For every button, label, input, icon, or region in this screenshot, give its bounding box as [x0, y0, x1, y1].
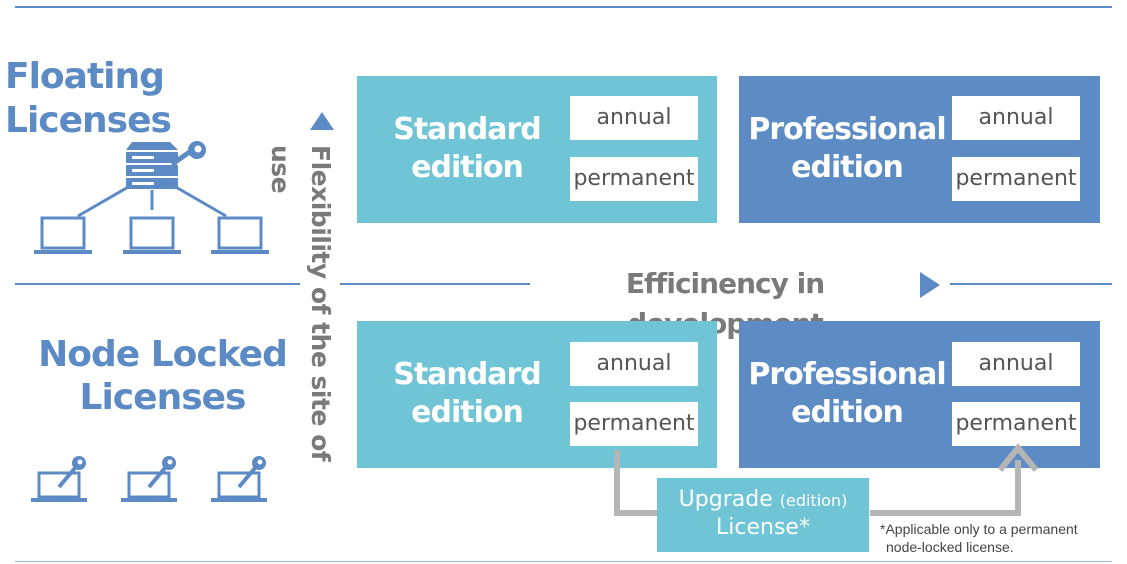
- triangle-right-icon: [920, 272, 940, 298]
- edition-name-line1: Standard: [393, 112, 542, 147]
- upgrade-license-box: Upgrade (edition) License*: [657, 478, 869, 552]
- footnote-line1: *Applicable only to a permanent: [880, 521, 1078, 537]
- option-permanent: permanent: [570, 157, 698, 201]
- floating-standard-edition-box: Standard edition annual permanent: [357, 76, 717, 223]
- bottom-rule: [15, 561, 1112, 562]
- option-permanent: permanent: [570, 402, 698, 446]
- node-locked-standard-edition-box: Standard edition annual permanent: [357, 321, 717, 468]
- edition-name-line2: edition: [411, 395, 524, 430]
- node-locked-licenses-title-line1: Node Locked: [38, 334, 288, 375]
- middle-rule-center: [340, 283, 530, 285]
- upgrade-arrow-icon: [614, 443, 1039, 516]
- efficiency-axis-label: Efficinency in development: [530, 264, 920, 340]
- option-annual: annual: [570, 96, 698, 140]
- edition-name-line2: edition: [791, 395, 904, 430]
- top-rule: [15, 6, 1112, 8]
- edition-name-line1: Standard: [393, 357, 542, 392]
- upgrade-line1: Upgrade (edition): [657, 486, 869, 515]
- floating-professional-edition-box: Professional edition annual permanent: [739, 76, 1100, 223]
- triangle-up-icon: [310, 112, 334, 130]
- upgrade-edition-label: (edition): [779, 491, 848, 510]
- floating-licenses-title: Floating Licenses: [5, 56, 172, 141]
- upgrade-main-label: Upgrade: [678, 487, 773, 512]
- middle-rule-right: [950, 283, 1112, 285]
- option-annual: annual: [952, 96, 1080, 140]
- node-locked-licenses-title-line2: Licenses: [79, 377, 247, 418]
- flexibility-axis-label: Flexibility of the site of use: [266, 145, 335, 462]
- edition-name-line1: Professional: [748, 112, 946, 147]
- middle-rule-left: [15, 283, 300, 285]
- option-permanent: permanent: [952, 157, 1080, 201]
- edition-name-line2: edition: [791, 150, 904, 185]
- footnote-line2: node-locked license.: [886, 539, 1014, 555]
- edition-name-line2: edition: [411, 150, 524, 185]
- laptop-key-icon: [31, 456, 267, 502]
- edition-name-line1: Professional: [748, 357, 946, 392]
- footnote: *Applicable only to a permanent node-loc…: [880, 520, 1125, 556]
- option-permanent: permanent: [952, 402, 1080, 446]
- server-key-icon: [34, 141, 269, 254]
- upgrade-line2: License*: [716, 515, 810, 540]
- option-annual: annual: [570, 342, 698, 386]
- option-annual: annual: [952, 342, 1080, 386]
- node-locked-professional-edition-box: Professional edition annual permanent: [739, 321, 1100, 468]
